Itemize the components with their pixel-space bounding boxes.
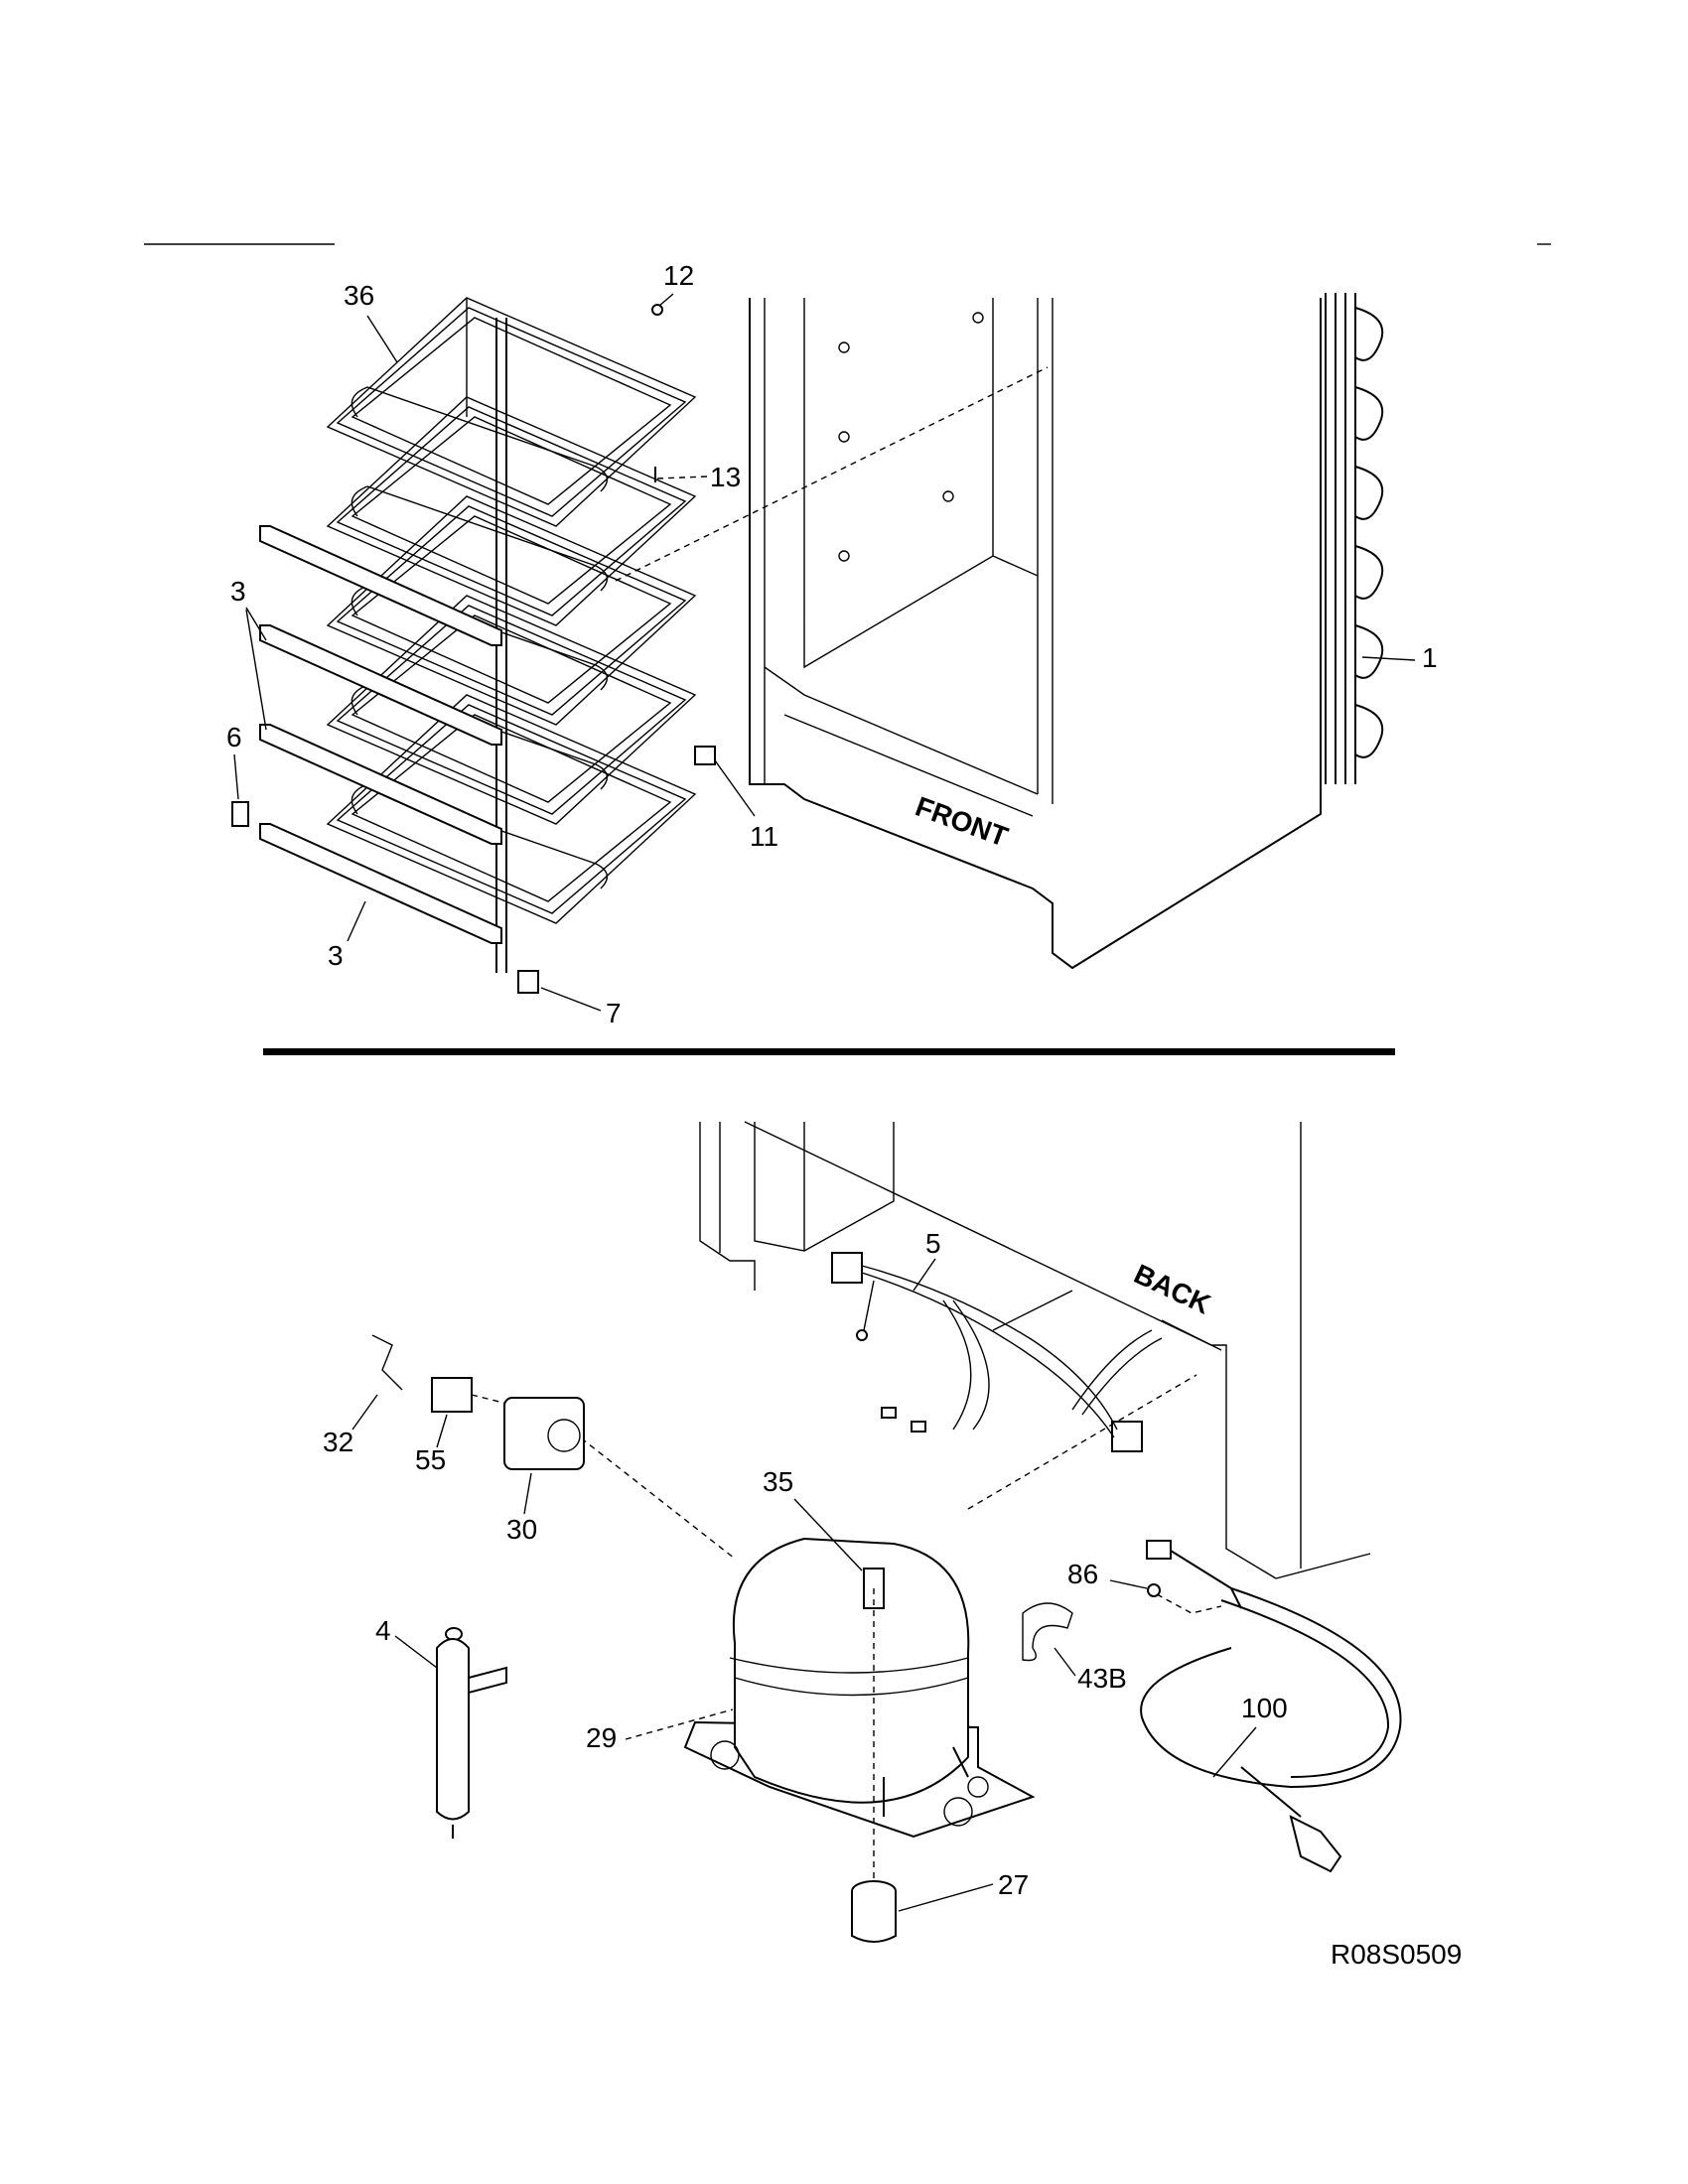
callouts: 36 12 13 3 6 11 1 3 7 5 32 55 30 35 4 29 <box>226 260 1438 1912</box>
cabinet-base <box>699 1121 1371 1579</box>
clip-part-6 <box>231 801 249 827</box>
clip-part-7 <box>517 970 539 994</box>
relay-part-30 <box>503 1397 585 1470</box>
callout-35: 35 <box>763 1466 793 1497</box>
condenser <box>1325 293 1384 784</box>
callout-30: 30 <box>506 1514 537 1545</box>
clip-part-11 <box>694 746 716 765</box>
clip-part-32 <box>371 1334 403 1391</box>
relay-part-55 <box>431 1377 473 1413</box>
drawing-code: R08S0509 <box>1331 1939 1462 1970</box>
callout-3-upper: 3 <box>230 576 246 607</box>
wiring-harness <box>831 1252 1163 1452</box>
compressor <box>683 1537 1036 1886</box>
callout-6: 6 <box>226 722 242 752</box>
callout-100: 100 <box>1241 1693 1288 1723</box>
callout-36: 36 <box>344 280 374 311</box>
callout-1: 1 <box>1422 642 1438 673</box>
clamp-part-43b <box>1022 1602 1073 1662</box>
drier-part-4 <box>436 1627 507 1839</box>
grommet-part-27 <box>851 1880 897 1943</box>
section-divider <box>263 1048 1395 1055</box>
callout-4: 4 <box>375 1615 391 1646</box>
front-label: FRONT <box>912 791 1012 853</box>
freezer-cabinet <box>615 298 1322 970</box>
callout-12: 12 <box>663 260 694 291</box>
callout-43b: 43B <box>1077 1663 1127 1694</box>
callout-3-lower: 3 <box>328 940 344 971</box>
callout-86: 86 <box>1067 1559 1098 1589</box>
back-label: BACK <box>1129 1258 1214 1319</box>
callout-29: 29 <box>586 1722 617 1753</box>
callout-32: 32 <box>323 1427 353 1457</box>
screw-part-86 <box>1147 1583 1222 1614</box>
callout-7: 7 <box>606 998 622 1028</box>
screw-part-12 <box>651 304 663 316</box>
shelf-rails <box>259 525 502 944</box>
callout-11: 11 <box>750 821 778 852</box>
callout-5: 5 <box>925 1228 941 1259</box>
evaporator-coil <box>326 297 697 973</box>
callout-55: 55 <box>415 1444 446 1475</box>
callout-27: 27 <box>998 1869 1029 1900</box>
callout-13: 13 <box>710 462 741 492</box>
power-cord <box>1140 1540 1402 1873</box>
